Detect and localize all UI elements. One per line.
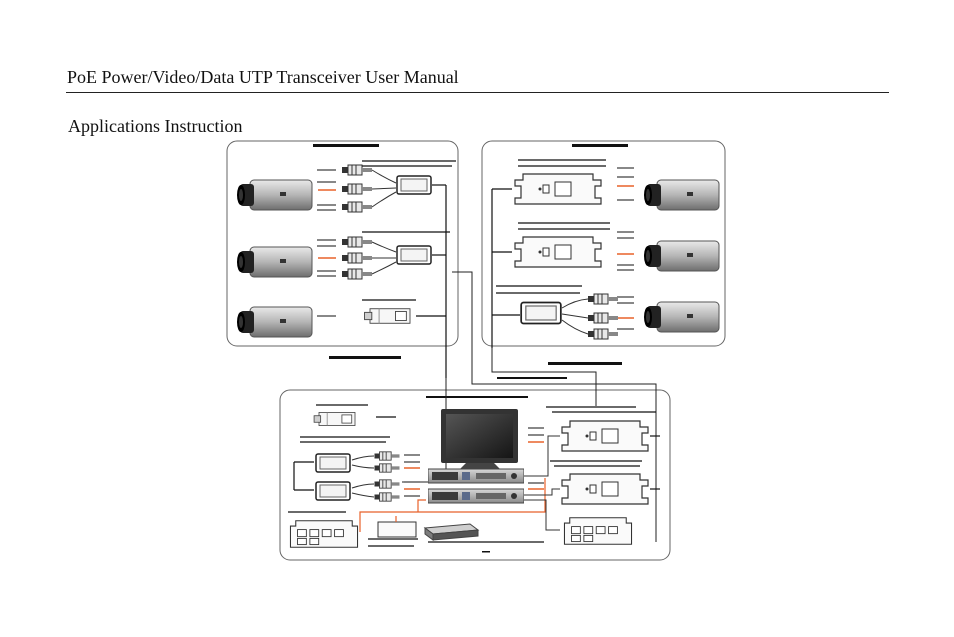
camera-icon: [643, 301, 720, 333]
dvr-icon: [428, 468, 524, 484]
transceiver-icon: [396, 175, 432, 195]
transceiver-icon: [315, 481, 351, 501]
balun-icon: [313, 412, 356, 426]
balun-icon: [364, 308, 411, 324]
monitor-icon: [441, 409, 518, 469]
transceiver-icon: [396, 245, 432, 265]
section-title: Applications Instruction: [68, 116, 243, 136]
transceiver-icon: [561, 420, 649, 452]
header-rule: [66, 92, 889, 93]
camera-icon: [643, 179, 720, 211]
camera-icon: [236, 246, 313, 278]
transceiver-icon: [561, 473, 649, 505]
camera-icon: [643, 240, 720, 272]
hub-icon: [289, 520, 359, 548]
application-diagram: [226, 140, 726, 561]
panel-frame-bottom: [279, 389, 671, 561]
transceiver-icon: [514, 173, 602, 205]
page-header-title: PoE Power/Video/Data UTP Transceiver Use…: [67, 67, 459, 87]
dvr-icon: [428, 488, 524, 504]
transceiver-icon: [514, 236, 602, 268]
camera-icon: [236, 179, 313, 211]
panel-frame-top-left: [226, 140, 459, 347]
panel-frame-top-right: [481, 140, 726, 347]
camera-icon: [236, 306, 313, 338]
power-supply-icon: [377, 521, 417, 538]
dvr-icon: [423, 523, 480, 541]
transceiver-icon: [520, 301, 562, 325]
transceiver-icon: [315, 453, 351, 473]
hub-icon: [563, 517, 633, 545]
